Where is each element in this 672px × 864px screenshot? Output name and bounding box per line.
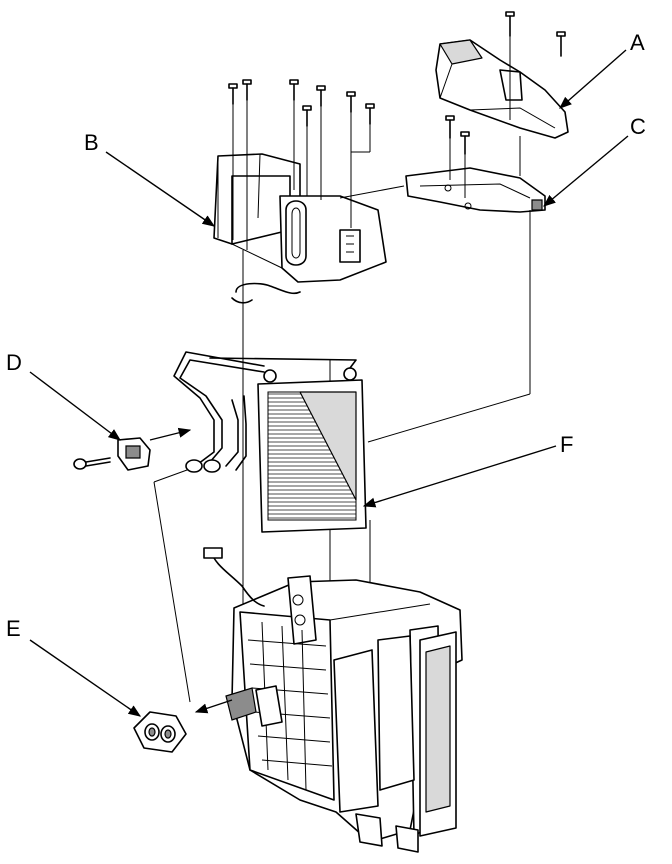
leader-c <box>543 135 629 207</box>
screw-icon <box>460 131 470 155</box>
screw-icon <box>242 79 252 101</box>
leader-b <box>105 151 216 227</box>
screw-icon <box>302 105 312 127</box>
callout-c: C <box>630 114 646 139</box>
expansion-valve-part-d <box>73 427 192 471</box>
screw-icon <box>505 11 515 37</box>
leader-a <box>559 49 627 109</box>
upper-duct-part-a <box>435 39 569 139</box>
panel-part-c <box>405 167 546 213</box>
screw-icon <box>289 79 299 101</box>
leader-e <box>29 639 142 717</box>
callout-f: F <box>560 432 573 457</box>
leader-d <box>29 371 122 441</box>
screw-icon <box>556 31 566 57</box>
callout-e: E <box>6 616 21 641</box>
screw-icon <box>316 85 326 107</box>
screw-icon <box>228 83 238 105</box>
callout-a: A <box>630 30 645 55</box>
grommet-part-e <box>133 711 187 753</box>
evaporator-core-part-f <box>257 367 367 533</box>
label-leaders <box>29 49 629 717</box>
callout-d: D <box>6 350 22 375</box>
callout-b: B <box>84 130 99 155</box>
blower-housing-part-b <box>213 153 387 304</box>
screw-icon <box>346 91 356 113</box>
leader-f <box>362 445 557 508</box>
screw-group-top <box>228 11 566 155</box>
screw-icon <box>365 103 375 125</box>
guide-lines <box>153 36 531 703</box>
housing-ribs <box>247 621 333 791</box>
screw-icon <box>445 115 455 139</box>
evaporator-pipes <box>173 351 357 473</box>
main-unit-housing <box>194 547 463 853</box>
bolt-icon <box>73 457 111 470</box>
